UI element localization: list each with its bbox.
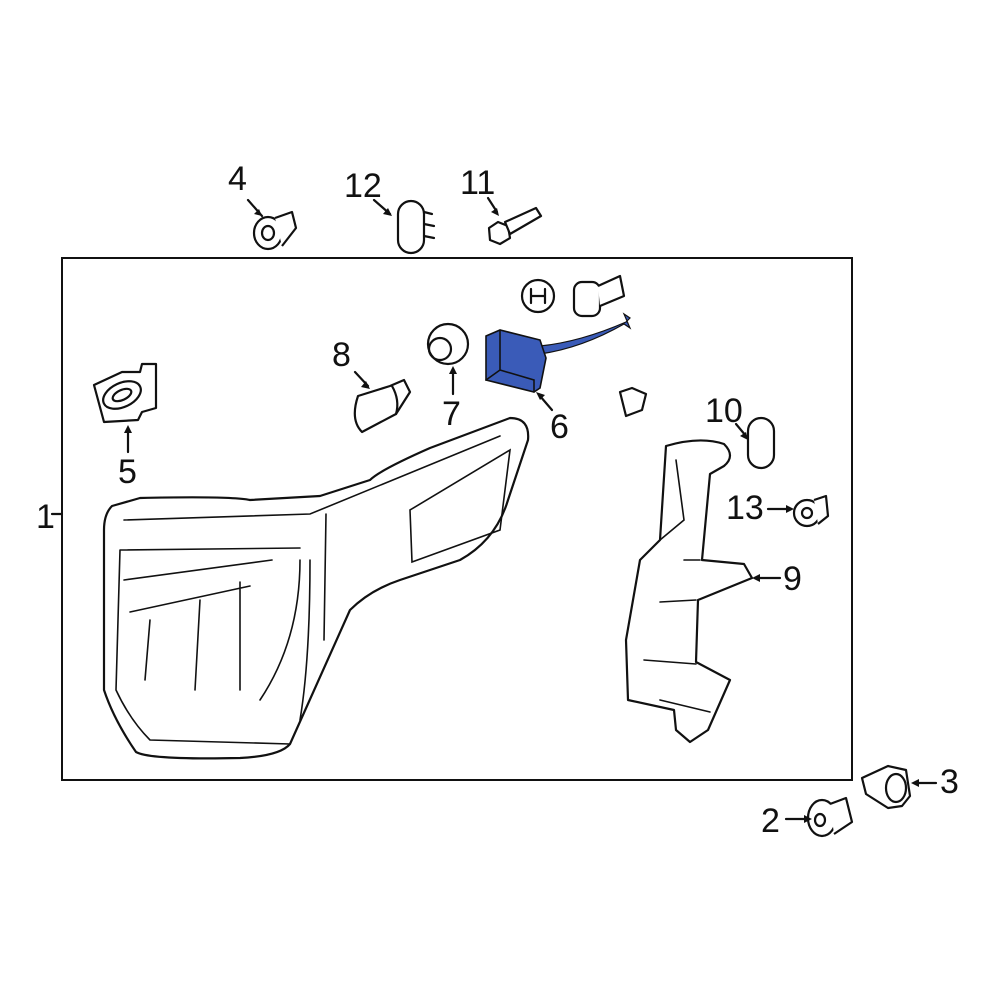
part-6-harness-socket-icon[interactable] [485, 312, 632, 393]
callout-13: 13 [726, 489, 764, 527]
callout-6: 6 [550, 408, 569, 446]
callout-1: 1 [36, 498, 55, 536]
callout-2: 2 [761, 802, 780, 840]
callout-9: 9 [783, 560, 802, 598]
callout-8: 8 [332, 336, 351, 374]
part-8-bulb-icon[interactable] [353, 378, 412, 434]
part-13-retainer-icon[interactable] [792, 494, 830, 528]
part-11-bolt-icon[interactable] [487, 206, 543, 246]
callout-11: 11 [460, 164, 496, 202]
connector-plug-icon[interactable] [520, 278, 556, 314]
part-12-grommet-icon[interactable] [396, 199, 436, 255]
callout-12: 12 [344, 167, 382, 205]
callout-4: 4 [228, 160, 247, 198]
callout-3: 3 [940, 763, 959, 801]
part-3-clip-icon[interactable] [860, 764, 912, 810]
small-clip-icon[interactable] [618, 386, 648, 418]
part-9-side-bracket-icon[interactable] [624, 439, 754, 744]
part-7-socket-icon[interactable] [426, 322, 470, 366]
part-10-plug-icon[interactable] [746, 416, 776, 470]
assembly-frame [61, 257, 853, 781]
callout-7: 7 [442, 395, 461, 433]
part-1-lamp-housing-icon[interactable] [102, 416, 530, 760]
callout-10: 10 [705, 392, 743, 430]
callout-5: 5 [118, 453, 137, 491]
part-2-push-retainer-icon[interactable] [806, 796, 854, 838]
part-5-bracket-icon[interactable] [92, 362, 158, 424]
part-4-nut-retainer-icon[interactable] [252, 210, 298, 251]
locator-pin-icon[interactable] [572, 274, 626, 318]
